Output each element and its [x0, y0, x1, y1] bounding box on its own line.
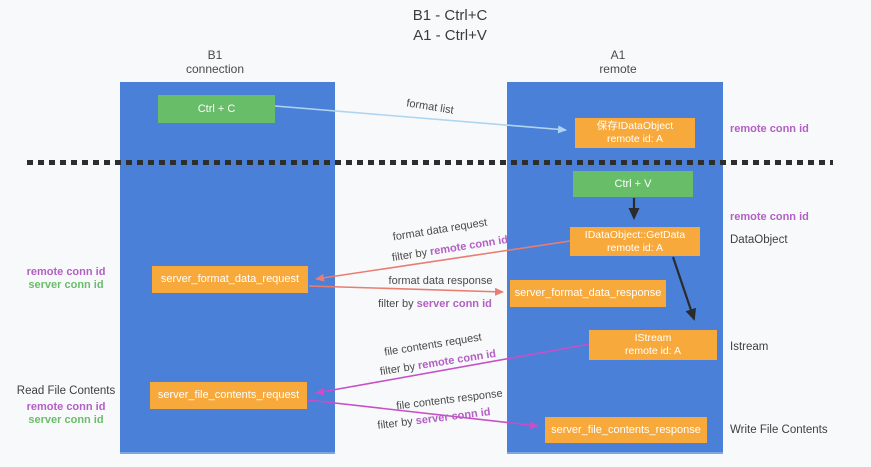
- getdata-line2: remote id: A: [606, 241, 664, 254]
- right-remote-conn-id-top-label: remote conn id: [730, 123, 809, 135]
- filter-by-server-conn-id-label-2: filter by server conn id: [372, 405, 497, 432]
- server-file-contents-response-box: server_file_contents_response: [545, 417, 707, 443]
- ctrl-v-label: Ctrl + V: [614, 177, 652, 190]
- left-column-role: connection: [185, 62, 245, 76]
- file-request-label: server_file_contents_request: [157, 389, 300, 401]
- title-line-1: B1 - Ctrl+C: [412, 7, 488, 24]
- filter-by-text: filter by: [378, 298, 414, 310]
- remote-conn-id-accent: remote conn id: [429, 233, 509, 259]
- right-column-header: A1 remote: [538, 48, 698, 76]
- left-conn-ids-bottom: remote conn id server conn id: [12, 401, 120, 427]
- idataobject-getdata-box: IDataObject::GetData remote id: A: [570, 227, 700, 256]
- title-line-2: A1 - Ctrl+V: [413, 27, 487, 44]
- read-file-contents-label: Read File Contents: [16, 385, 116, 397]
- format-request-label: server_format_data_request: [160, 273, 300, 285]
- diagram-title: B1 - Ctrl+C A1 - Ctrl+V: [300, 6, 600, 46]
- left-column-name: B1: [207, 48, 223, 62]
- filter-by-text: filter by: [376, 415, 414, 432]
- server-format-data-response-box: server_format_data_response: [510, 280, 666, 307]
- save-dataobject-line1: 保存IDataObject: [596, 120, 674, 132]
- right-remote-conn-id-mid-label: remote conn id: [730, 211, 809, 223]
- left-remote-conn-id-top-label: remote conn id: [26, 266, 106, 278]
- save-dataobject-box: 保存IDataObject remote id: A: [575, 118, 695, 148]
- ctrl-v-box: Ctrl + V: [573, 171, 693, 197]
- server-conn-id-accent: server conn id: [416, 298, 492, 310]
- left-remote-conn-id-bottom-label: remote conn id: [26, 401, 106, 413]
- filter-by-text: filter by: [379, 360, 417, 379]
- ctrl-c-label: Ctrl + C: [197, 102, 236, 115]
- format-data-response-label: format data response: [388, 275, 493, 287]
- dataobject-label: DataObject: [730, 234, 788, 246]
- format-response-label: server_format_data_response: [514, 287, 662, 299]
- istream-line1: IStream: [634, 332, 672, 344]
- filter-by-server-conn-id-label-1: filter by server conn id: [375, 298, 495, 310]
- getdata-line1: IDataObject::GetData: [584, 228, 686, 241]
- ctrl-c-box: Ctrl + C: [158, 95, 275, 123]
- right-column-name: A1: [610, 48, 626, 62]
- left-server-conn-id-top-label: server conn id: [28, 279, 104, 291]
- filter-by-text: filter by: [391, 246, 429, 265]
- phase-separator-dashed-line: [27, 160, 833, 165]
- server-format-data-request-box: server_format_data_request: [152, 266, 308, 293]
- istream-box: IStream remote id: A: [589, 330, 717, 360]
- server-file-contents-request-box: server_file_contents_request: [150, 382, 307, 409]
- save-dataobject-line2: remote id: A: [606, 133, 664, 145]
- write-file-contents-label: Write File Contents: [730, 424, 828, 436]
- istream-line2: remote id: A: [624, 345, 682, 357]
- right-column-role: remote: [599, 62, 637, 76]
- file-response-label: server_file_contents_response: [551, 423, 701, 436]
- format-list-label: format list: [405, 97, 455, 117]
- server-conn-id-accent: server conn id: [415, 406, 492, 428]
- left-server-conn-id-bottom-label: server conn id: [28, 414, 104, 426]
- left-conn-ids-top: remote conn id server conn id: [12, 266, 120, 292]
- left-column-header: B1 connection: [135, 48, 295, 76]
- istream-side-label: Istream: [730, 341, 769, 353]
